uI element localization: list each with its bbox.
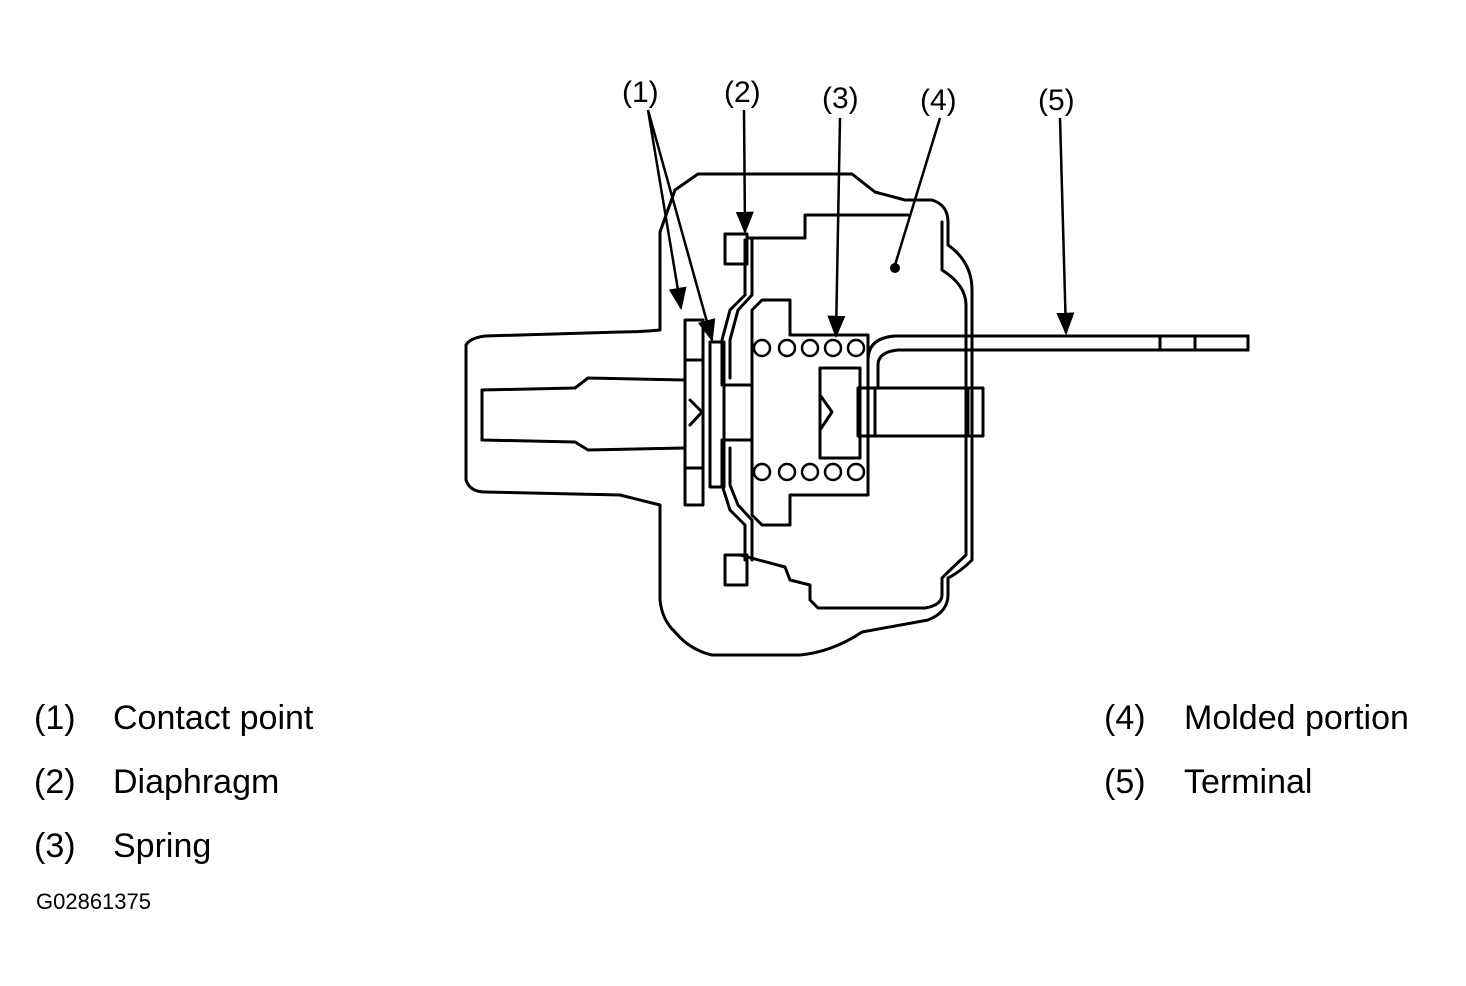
legend-left: (1) Contact point (2) Diaphragm (3) Spri… (34, 686, 313, 878)
contact-element (708, 340, 726, 489)
leader-line-5 (1056, 117, 1075, 336)
legend-label: Terminal (1184, 763, 1313, 801)
inlet-port (480, 376, 687, 452)
callout-2: (2) (724, 76, 761, 109)
legend-number: (1) (34, 699, 76, 737)
callout-3: (3) (822, 82, 859, 115)
legend-number: (5) (1104, 763, 1146, 801)
legend-number: (3) (34, 827, 76, 865)
diaphragm (720, 238, 754, 562)
spring-coils (752, 338, 866, 482)
legend-label: Diaphragm (113, 763, 280, 801)
legend-label: Molded portion (1184, 699, 1409, 737)
leader-line-4 (893, 117, 942, 266)
terminal-blade (1158, 334, 1250, 352)
legend-item: (4) Molded portion (1104, 686, 1409, 750)
terminal-nut (856, 386, 985, 438)
callout-5: (5) (1038, 84, 1075, 117)
leader-line-3 (827, 117, 846, 339)
spring-holder (750, 298, 870, 527)
legend-item: (5) Terminal (1104, 750, 1409, 814)
inner-housing (738, 220, 968, 610)
molded-portion-dot (890, 263, 900, 273)
legend-right: (4) Molded portion (5) Terminal (1104, 686, 1409, 814)
legend-item: (1) Contact point (34, 686, 313, 750)
terminal-bend (866, 334, 1162, 390)
legend-number: (2) (34, 763, 76, 801)
callout-1: (1) (622, 76, 659, 109)
legend-number: (4) (1104, 699, 1146, 737)
outer-housing (464, 172, 974, 657)
figure-code: G02861375 (36, 889, 151, 914)
leader-line-1b (646, 109, 716, 343)
legend-item: (2) Diaphragm (34, 750, 313, 814)
legend-item: (3) Spring (34, 814, 313, 878)
legend-label: Contact point (113, 699, 314, 737)
leader-line-1a (646, 109, 687, 311)
leader-line-2 (735, 109, 754, 235)
legend-label: Spring (113, 827, 212, 865)
callout-4: (4) (920, 84, 957, 117)
